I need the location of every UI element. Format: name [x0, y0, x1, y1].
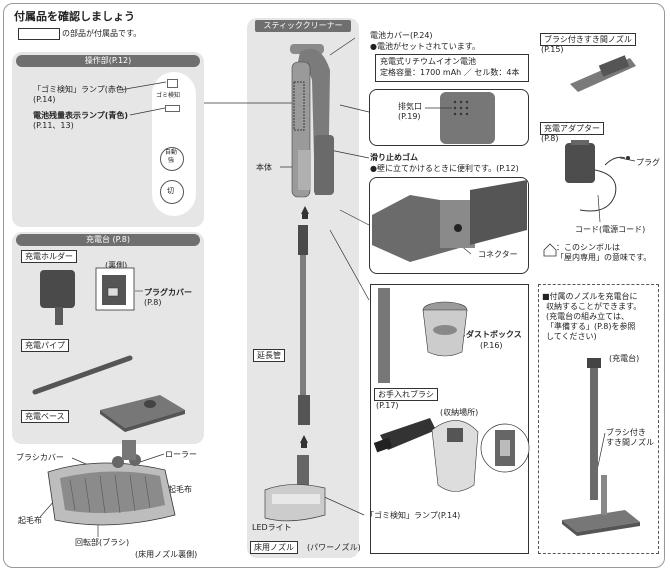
dustbox-illustration: [378, 288, 468, 383]
adapter-cord-label: コード(電源コード): [575, 225, 646, 234]
bristle-label-left: 起毛布: [18, 516, 42, 525]
storage-note-box: [538, 284, 659, 554]
battery-spec-box: [375, 54, 529, 82]
roller-label: ローラー: [165, 450, 197, 459]
page-frame: [3, 3, 665, 568]
dust-lamp-bottom-label: 「ゴミ検知」ランプ(P.14): [366, 511, 461, 520]
connector-detail-illustration: [372, 180, 527, 262]
brush-cover-label: ブラシカバー: [16, 453, 64, 462]
nozzle-underside-illustration: [47, 440, 176, 526]
legend-text: の部品が付属品です。: [62, 29, 142, 38]
stick-cleaner-header: スティッククリーナー: [255, 20, 351, 32]
adapter-illustration: [565, 140, 630, 212]
storage-stand-illustration: [562, 358, 640, 536]
rotor-label: 回転部(ブラシ): [75, 538, 130, 547]
leader-connector: [339, 209, 370, 226]
leader-roller: [139, 453, 165, 463]
indoor-line-1: ：このシンボルは: [556, 243, 620, 252]
indoor-symbol-icon: [543, 243, 557, 257]
underside-label: (床用ノズル裏側): [135, 550, 198, 559]
battery-lamp-icon: [165, 105, 180, 112]
leader-cord: [597, 194, 601, 223]
adapter-ref: (P.8): [541, 134, 559, 143]
legend-box: [18, 28, 60, 40]
anti-slip-label: 滑り止めゴム: [370, 153, 418, 162]
anti-slip-note: ●壁に立てかけるときに便利です。(P.12): [370, 164, 519, 173]
dustbox-ref: (P.16): [480, 341, 503, 350]
connector-label: コネクター: [478, 250, 518, 259]
gap-nozzle-ref: (P.15): [541, 45, 564, 54]
gap-nozzle-illustration: [570, 55, 636, 92]
gap-nozzle-tag: ブラシ付きすき間ノズル: [540, 33, 636, 46]
power-button: [160, 147, 184, 171]
indoor-line-2: 「屋内専用」の意味です。: [556, 253, 652, 262]
storage-note-4: 「準備する」(P.8)を参照: [546, 322, 636, 331]
battery-lamp-label: 電池残量表示ランプ(青色): [33, 111, 129, 120]
storage-note-3: (充電台の組み立ては、: [546, 312, 629, 321]
power-button-label: 自動強: [164, 149, 177, 164]
adapter-tag: 充電アダプター: [540, 122, 604, 135]
care-brush-storage: (収納場所): [440, 408, 479, 417]
leader-dust-lamp-bottom: [319, 494, 365, 516]
charger-holder-illustration: [40, 267, 143, 325]
care-brush-tag: お手入れブラシ: [374, 388, 438, 401]
leader-dustbox: [329, 229, 370, 301]
charger-holder-back: (裏側): [105, 261, 128, 270]
charger-base-illustration: [100, 395, 185, 432]
care-brush-illustration: [373, 418, 530, 492]
storage-stand-label: (充電台): [609, 354, 640, 363]
off-button: [160, 180, 184, 204]
care-brush-ref: (P.17): [376, 401, 399, 410]
bristle-label-right: 起毛布: [168, 485, 192, 494]
exhaust-ref: (P.19): [398, 112, 421, 121]
leader-battery-lamp: [129, 107, 166, 116]
leader-panel-to-stick: [204, 95, 298, 104]
body-label: 本体: [256, 163, 272, 172]
battery-lamp-ref: (P.11、13): [33, 121, 74, 130]
plug-cover-ref: (P.8): [144, 298, 162, 307]
exhaust-label: 排気口: [398, 102, 422, 111]
battery-note: ●電池がセットされています。: [370, 42, 480, 51]
control-panel-header: 操作部(P.12): [16, 55, 200, 67]
storage-note-2: 収納することができます。: [546, 302, 642, 311]
leader-dust-lamp: [119, 81, 167, 91]
plug-cover-label: プラグカバー: [144, 288, 192, 297]
pipe-tag: 延長管: [253, 349, 285, 362]
charger-stand-header: 充電台 (P.8): [16, 234, 200, 246]
adapter-plug-label: プラグ: [636, 158, 660, 167]
dustbox-label: ダストボックス: [466, 330, 522, 339]
storage-nozzle-label-2: すき間ノズル: [606, 438, 654, 447]
dust-lamp-ref: (P.14): [33, 95, 56, 104]
btn-dust-label: ゴミ検知: [156, 92, 181, 99]
storage-note-1: ■付属のノズルを充電台に: [542, 292, 638, 301]
stick-cleaner-illustration: [264, 44, 334, 522]
battery-cover-label: 電池カバー(P.24): [370, 31, 433, 40]
dust-lamp-label: 「ゴミ検知」ランプ(赤色): [33, 85, 128, 94]
charger-pipe-tag: 充電パイプ: [21, 339, 69, 352]
floor-nozzle-tag: 床用ノズル: [250, 541, 298, 554]
floor-nozzle-sub: (パワーノズル): [307, 543, 361, 552]
storage-nozzle-label-1: ブラシ付き: [606, 428, 646, 437]
page-title: 付属品を確認しましょう: [14, 10, 135, 23]
storage-note-5: してください): [546, 332, 597, 341]
leader-battery-cover: [329, 37, 356, 56]
off-button-label: 切: [167, 187, 174, 195]
leader-anti-slip: [329, 149, 370, 159]
charger-pipe-illustration: [32, 355, 133, 395]
leader-exhaust: [339, 104, 370, 113]
exhaust-detail-illustration: [425, 92, 495, 144]
charger-base-tag: 充電ベース: [21, 410, 69, 423]
led-label: LEDライト: [252, 523, 292, 532]
battery-spec-1: 充電式リチウムイオン電池: [380, 57, 476, 66]
battery-spec-2: 定格容量：1700 mAh ／ セル数：4本: [380, 68, 520, 77]
dust-lamp-icon: [167, 79, 178, 88]
charger-holder-tag: 充電ホルダー: [21, 250, 77, 263]
